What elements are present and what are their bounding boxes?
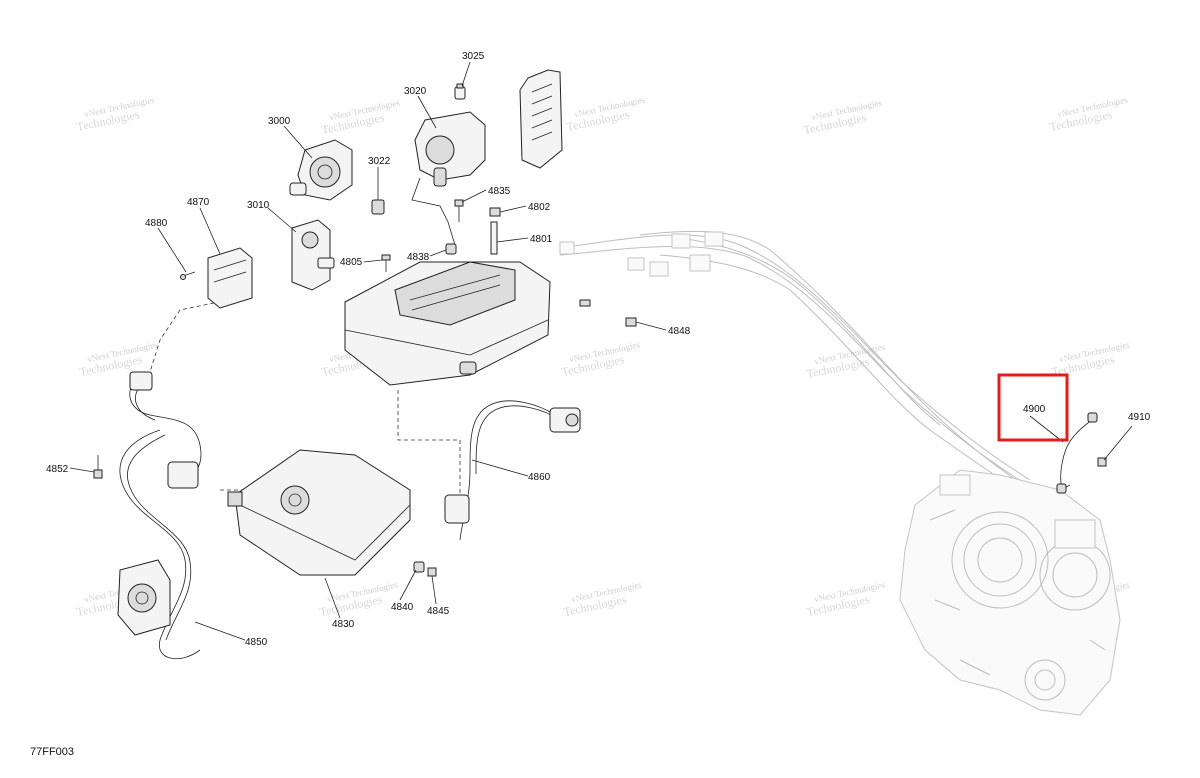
callout-labels: 3025 3020 3000 3022 4835 4802 4870 3010 … [46,51,1151,648]
part-4850-harness [117,371,202,659]
callout-4801: 4801 [530,234,553,245]
watermark: vNext Technologies Technologies [562,579,643,619]
part-3010-valve [291,219,335,291]
callout-4880: 4880 [145,218,168,229]
watermark: vNext Technologies Technologies [802,97,883,137]
callout-4830: 4830 [332,619,355,630]
part-4802-nut [489,207,501,217]
callout-4850: 4850 [245,637,268,648]
part-main-controller [344,261,591,386]
watermark: vNext Technologies Technologies [805,579,886,619]
callout-4910: 4910 [1128,412,1151,423]
callout-3000: 3000 [268,116,291,127]
watermark: vNext Technologies Technologies [560,339,641,379]
part-4880-screw [180,271,196,280]
part-3000-pump [289,139,353,201]
part-4840-connector [413,561,425,573]
part-4805-screw [381,254,391,272]
part-3022-clip [371,199,385,215]
part-4845-screw [427,567,437,577]
part-4801-stud [490,221,498,255]
part-4852-screw [93,455,103,479]
part-3020-pump [411,111,486,246]
part-4860-harness [444,400,581,541]
watermark: vNext Technologies Technologies [75,94,156,134]
callout-4852: 4852 [46,464,69,475]
ghost-harness-bundle [559,230,1051,511]
part-4870-relay [207,247,253,309]
highlight-box-4900 [997,373,1069,442]
leader-lines [69,61,1133,641]
callout-4802: 4802 [528,202,551,213]
callout-3025: 3025 [462,51,485,62]
callout-3022: 3022 [368,156,391,167]
part-4848-bolt [625,317,637,327]
ghost-motor-gearbox [899,469,1121,716]
watermark: vNext Technologies Technologies [1050,339,1131,379]
callout-3010: 3010 [247,200,270,211]
callout-3020: 3020 [404,86,427,97]
part-ecu-module [519,69,563,169]
part-4900-sensor [1056,412,1098,494]
part-3025-sensor [454,83,466,100]
part-4838-fastener [445,243,457,255]
part-4910-screw [1097,457,1107,467]
callout-4870: 4870 [187,197,210,208]
part-4835-screw [454,199,464,222]
callout-4840: 4840 [391,602,414,613]
callout-4838: 4838 [407,252,430,263]
callout-4845: 4845 [427,606,450,617]
watermark: vNext Technologies Technologies [565,94,646,134]
callout-4848: 4848 [668,326,691,337]
watermark: vNext Technologies Technologies [318,579,399,619]
part-4830-module [227,449,411,576]
watermark: vNext Technologies Technologies [320,97,401,137]
figure-code: 77FF003 [30,746,74,758]
callout-4900: 4900 [1023,404,1046,415]
callout-4835: 4835 [488,186,511,197]
watermark: vNext Technologies Technologies [1048,94,1129,134]
callout-4860: 4860 [528,472,551,483]
callout-4805: 4805 [340,257,363,268]
